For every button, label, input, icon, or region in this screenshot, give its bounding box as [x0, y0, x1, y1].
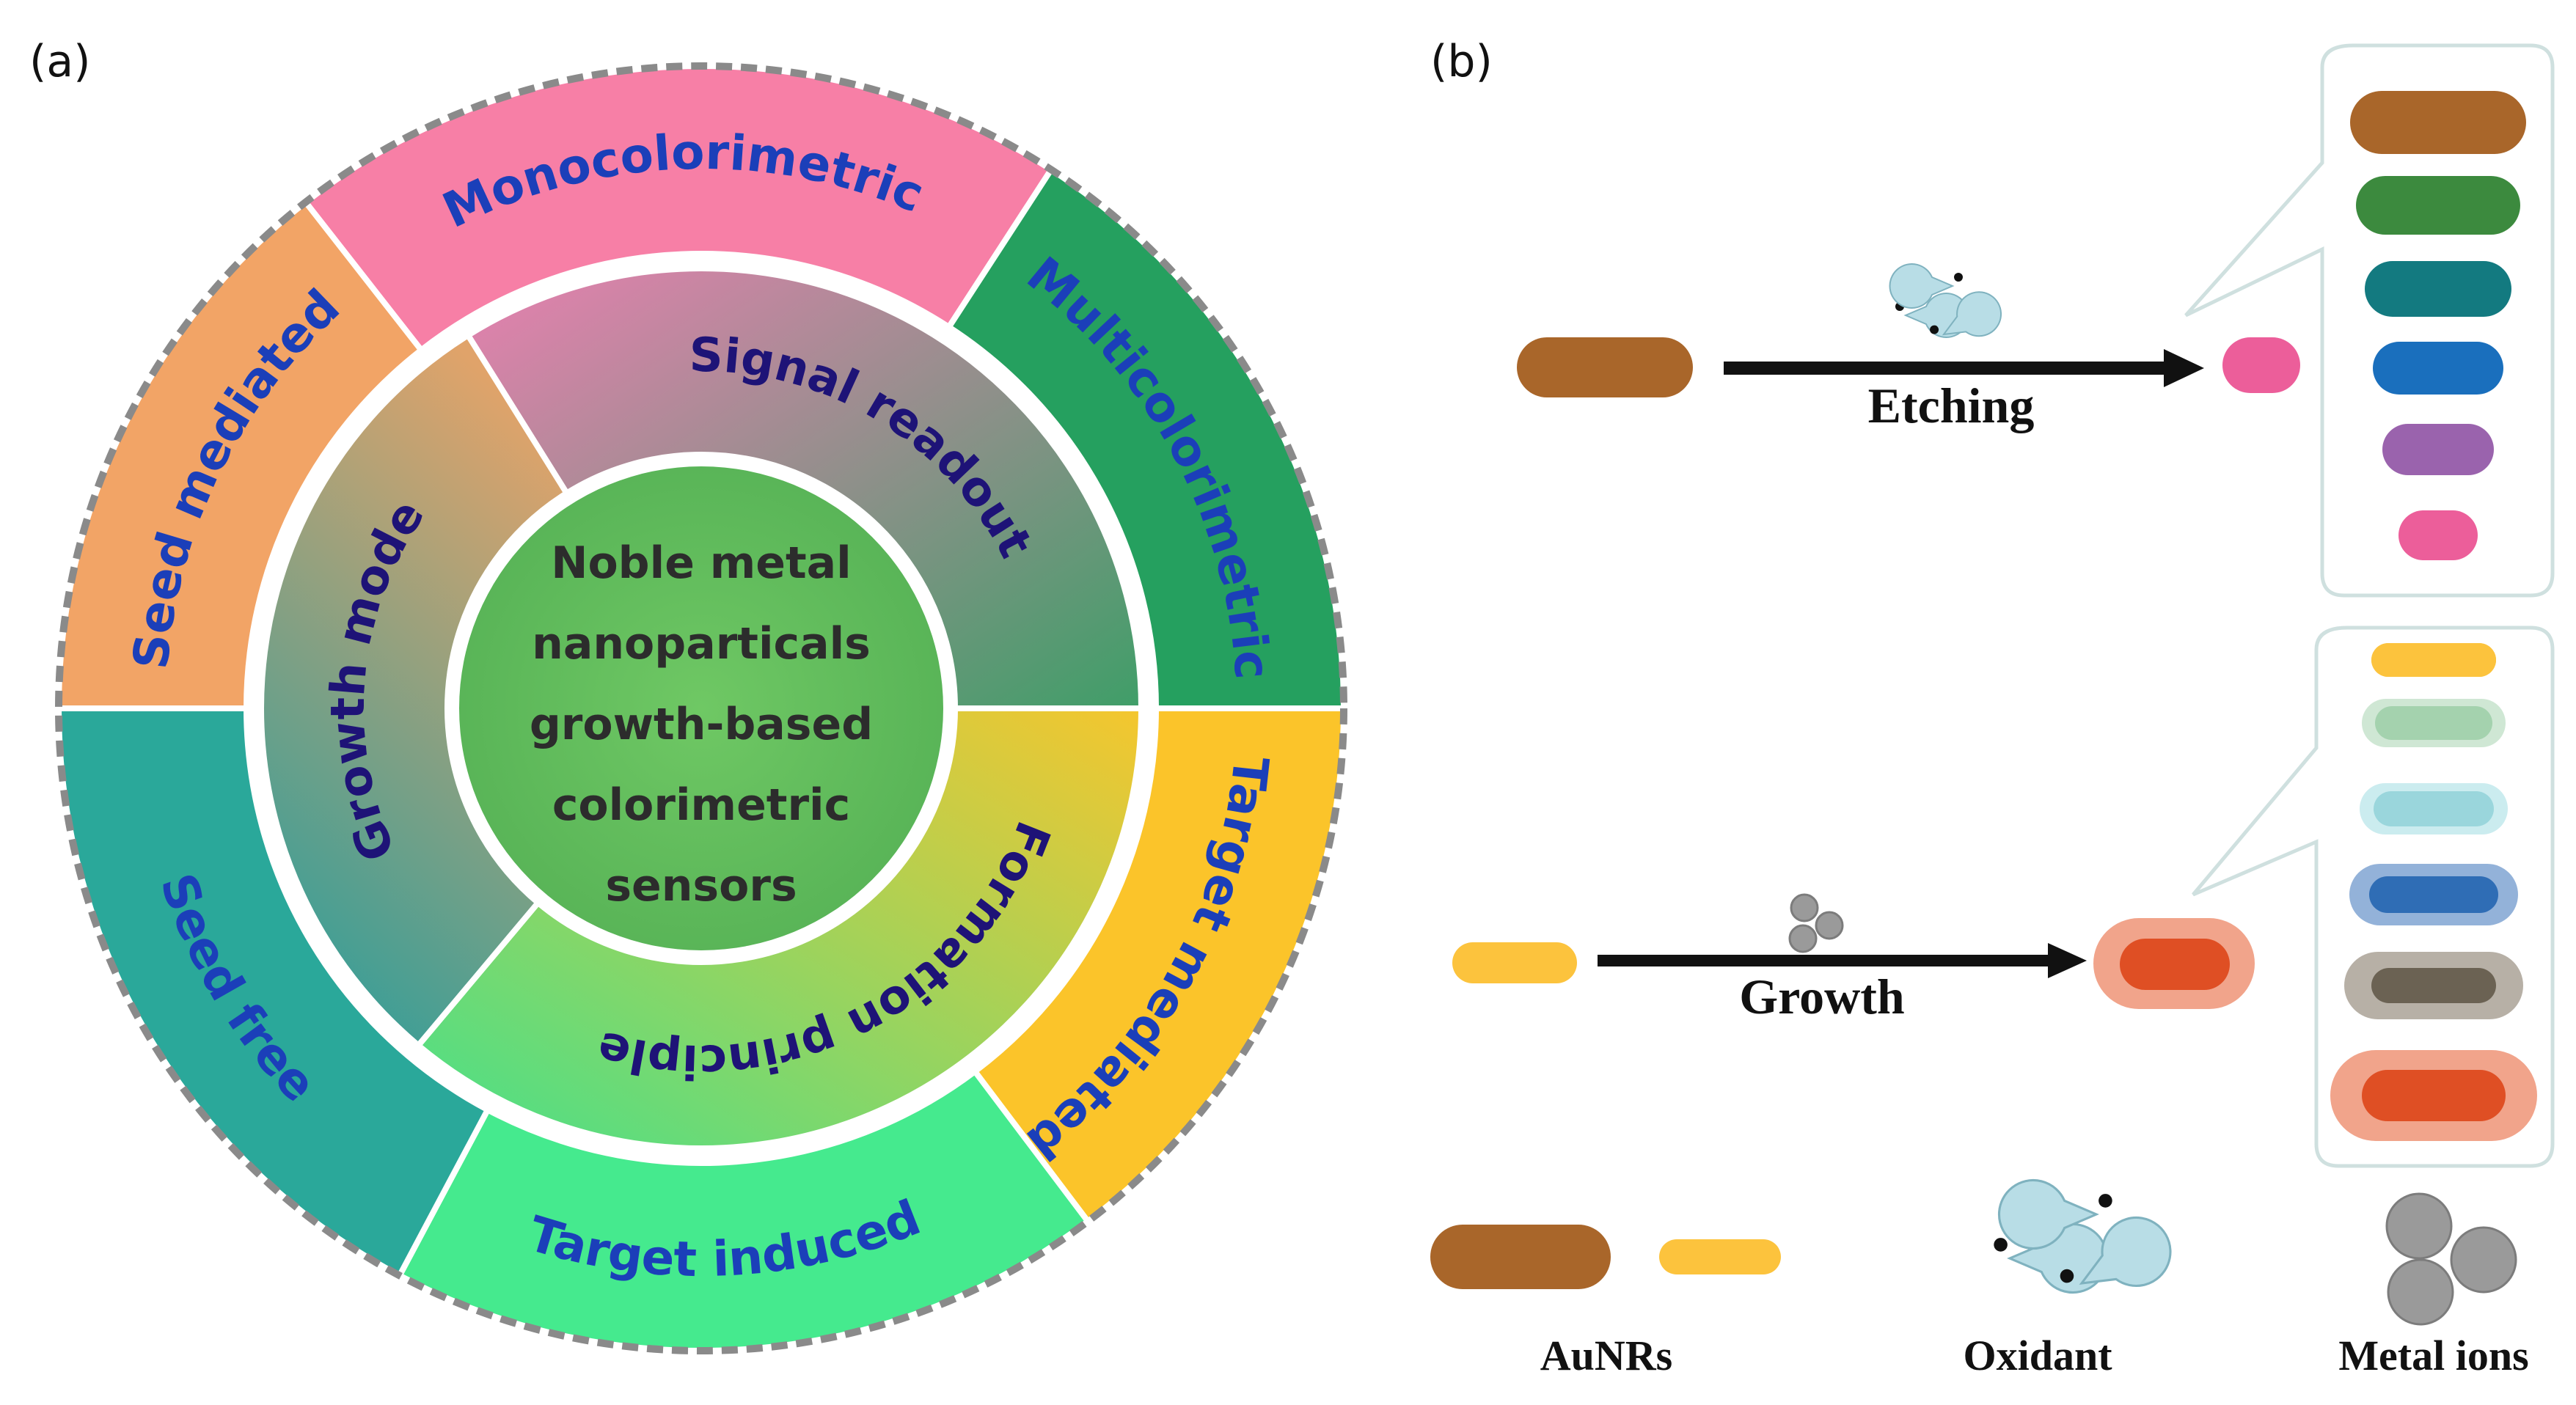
pacman-icon: [1889, 263, 1963, 309]
legend-aunr-small: [1659, 1239, 1781, 1274]
oxidant-legend-icon: [1994, 1179, 2172, 1294]
growth-color-swatch-core: [2371, 968, 2496, 1003]
center-title: Noble metal nanoparticals growth-based c…: [530, 538, 873, 911]
etching-color-palette: [2350, 91, 2526, 560]
oxidant-icon-group: [1889, 263, 2002, 338]
legend: AuNRs Oxidant Metal ions: [1430, 1179, 2529, 1379]
legend-label-aunrs: AuNRs: [1540, 1332, 1673, 1379]
legend-label-oxidant: Oxidant: [1963, 1332, 2112, 1379]
growth-color-palette: [2330, 643, 2537, 1141]
etching-color-swatch: [2356, 176, 2520, 235]
growth-color-swatch-core: [2375, 706, 2492, 740]
center-line-4: colorimetric: [552, 779, 850, 831]
aunr-input-rod: [1517, 337, 1693, 397]
growth-label: Growth: [1739, 969, 1904, 1024]
outer-dashed-rim: [55, 62, 1347, 1354]
legend-aunr-large: [1430, 1225, 1611, 1289]
growth-color-swatch-core: [2371, 643, 2496, 677]
legend-label-metal-ions: Metal ions: [2338, 1332, 2528, 1379]
panel-a-label: (a): [29, 36, 91, 87]
outer-ring: [55, 63, 1347, 1354]
etching-color-swatch: [2365, 261, 2511, 317]
center-line-1: Noble metal: [551, 538, 851, 589]
etched-output-rod: [2222, 337, 2300, 393]
sensor-classification-wheel: Monocolorimetric Multicolorimetric Targe…: [55, 62, 1347, 1354]
aunr-input-rod-small: [1452, 942, 1577, 983]
growth-color-swatch-core: [2369, 876, 2498, 913]
etching-color-swatch: [2373, 342, 2503, 395]
etching-arrowhead: [2164, 349, 2204, 387]
etching-color-swatch: [2350, 91, 2526, 154]
metal-ions-legend-icon: [2385, 1192, 2517, 1326]
etching-label: Etching: [1868, 378, 2035, 433]
center-line-3: growth-based: [530, 699, 873, 750]
growth-color-swatch-core: [2362, 1070, 2506, 1121]
panel-b-label: (b): [1430, 36, 1493, 87]
growth-color-swatch-core: [2374, 791, 2494, 826]
grown-output-core: [2120, 939, 2230, 990]
growth-process: Growth: [1452, 626, 2555, 1168]
growth-arrowhead: [2048, 943, 2087, 978]
center-line-2: nanoparticals: [532, 618, 871, 670]
center-disk: [459, 466, 943, 950]
etching-color-swatch: [2398, 510, 2478, 560]
pacman-icon: [1930, 291, 2002, 337]
etching-process: Etching: [1517, 43, 2555, 598]
metal-ions-icon-group: [1788, 893, 1844, 953]
center-line-5: sensors: [605, 860, 797, 911]
etching-color-swatch: [2382, 424, 2494, 475]
